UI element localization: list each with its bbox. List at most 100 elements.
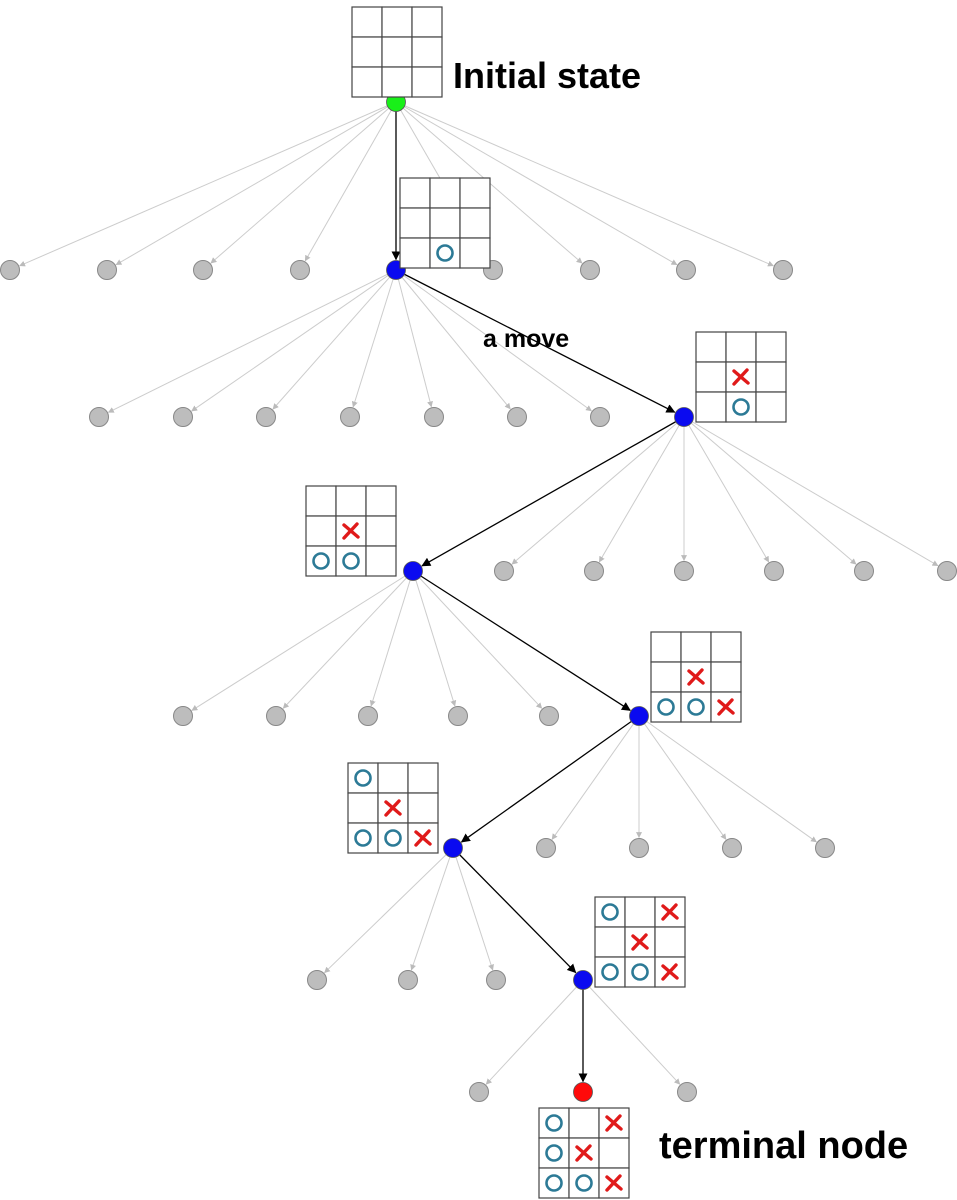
path-edge <box>452 847 577 974</box>
board-cell <box>365 485 397 517</box>
chosen-path-edges <box>391 102 685 1083</box>
board-cell <box>351 36 383 68</box>
unexplored-node <box>173 407 193 427</box>
branch-edge <box>638 715 817 843</box>
unexplored-node <box>173 706 193 726</box>
board-cell <box>351 66 383 98</box>
unexplored-node <box>307 970 327 990</box>
board-cell <box>381 6 413 38</box>
o-mark <box>631 963 649 981</box>
tic-tac-toe-board <box>347 762 439 854</box>
board-cell <box>538 1167 570 1199</box>
path-edge <box>412 570 631 711</box>
board-cell <box>680 691 712 723</box>
branch-edge <box>282 570 414 709</box>
x-mark <box>384 799 401 817</box>
x-mark <box>605 1114 622 1132</box>
o-mark <box>545 1114 563 1132</box>
board-cell <box>650 661 682 693</box>
board-cell <box>335 485 367 517</box>
unexplored-node <box>722 838 742 858</box>
branch-edge <box>395 269 433 408</box>
board-cell <box>305 515 337 547</box>
board-cell <box>680 631 712 663</box>
board-cell <box>399 237 431 269</box>
board-cell <box>695 331 727 363</box>
branch-edge <box>304 101 397 262</box>
unexplored-node <box>580 260 600 280</box>
board-cell <box>710 661 742 693</box>
board-cell <box>568 1107 600 1139</box>
board-cell <box>411 66 443 98</box>
branch-edge <box>452 847 494 971</box>
unexplored-node <box>854 561 874 581</box>
x-mark <box>414 829 431 847</box>
board-cell <box>377 762 409 794</box>
board-cell <box>650 631 682 663</box>
o-mark <box>601 903 619 921</box>
terminal-node-label: terminal node <box>659 1125 908 1167</box>
branch-edge <box>324 847 454 974</box>
board-cell <box>624 956 656 988</box>
board-cell <box>429 177 461 209</box>
branch-edge <box>683 416 857 565</box>
terminal-node <box>573 1082 593 1102</box>
unexplored-node <box>676 260 696 280</box>
unexplored-node <box>266 706 286 726</box>
o-mark <box>575 1174 593 1192</box>
branch-edge <box>395 101 678 266</box>
board-cell <box>365 515 397 547</box>
unexplored-node <box>424 407 444 427</box>
path-edge <box>395 269 676 413</box>
unexplored-node <box>340 407 360 427</box>
unexplored-node <box>290 260 310 280</box>
path-node <box>629 706 649 726</box>
path-node <box>573 970 593 990</box>
branch-edge <box>395 269 511 410</box>
board-cell <box>594 956 626 988</box>
unexplored-node <box>590 407 610 427</box>
unexplored-node <box>97 260 117 280</box>
branch-edge <box>115 101 397 266</box>
board-cell <box>695 361 727 393</box>
unexplored-node <box>764 561 784 581</box>
o-mark <box>312 552 330 570</box>
x-mark <box>661 903 678 921</box>
branch-edge <box>395 101 774 267</box>
board-cell <box>755 331 787 363</box>
o-mark <box>384 829 402 847</box>
board-cell <box>755 391 787 423</box>
tic-tac-toe-board <box>650 631 742 723</box>
board-cell <box>377 822 409 854</box>
board-cell <box>351 6 383 38</box>
board-cell <box>598 1137 630 1169</box>
unexplored-node <box>815 838 835 858</box>
x-mark <box>631 933 648 951</box>
o-mark <box>436 244 454 262</box>
board-cell <box>429 207 461 239</box>
unexplored-node <box>677 1082 697 1102</box>
o-mark <box>601 963 619 981</box>
branch-edge <box>410 847 454 971</box>
unexplored-node <box>469 1082 489 1102</box>
board-cell <box>381 36 413 68</box>
o-mark <box>687 698 705 716</box>
branch-edge <box>272 269 397 410</box>
board-cell <box>335 545 367 577</box>
unexplored-edges <box>19 101 939 1085</box>
x-mark <box>717 698 734 716</box>
unexplored-node <box>674 561 694 581</box>
board-cell <box>399 177 431 209</box>
branch-edge <box>511 416 685 565</box>
o-mark <box>354 829 372 847</box>
board-cell <box>429 237 461 269</box>
branch-edge <box>582 979 681 1085</box>
unexplored-node <box>773 260 793 280</box>
branch-edge <box>19 101 397 267</box>
unexplored-node <box>584 561 604 581</box>
board-cell <box>459 207 491 239</box>
board-cell <box>347 822 379 854</box>
board-cell <box>725 391 757 423</box>
x-mark <box>732 368 749 386</box>
unexplored-node <box>89 407 109 427</box>
